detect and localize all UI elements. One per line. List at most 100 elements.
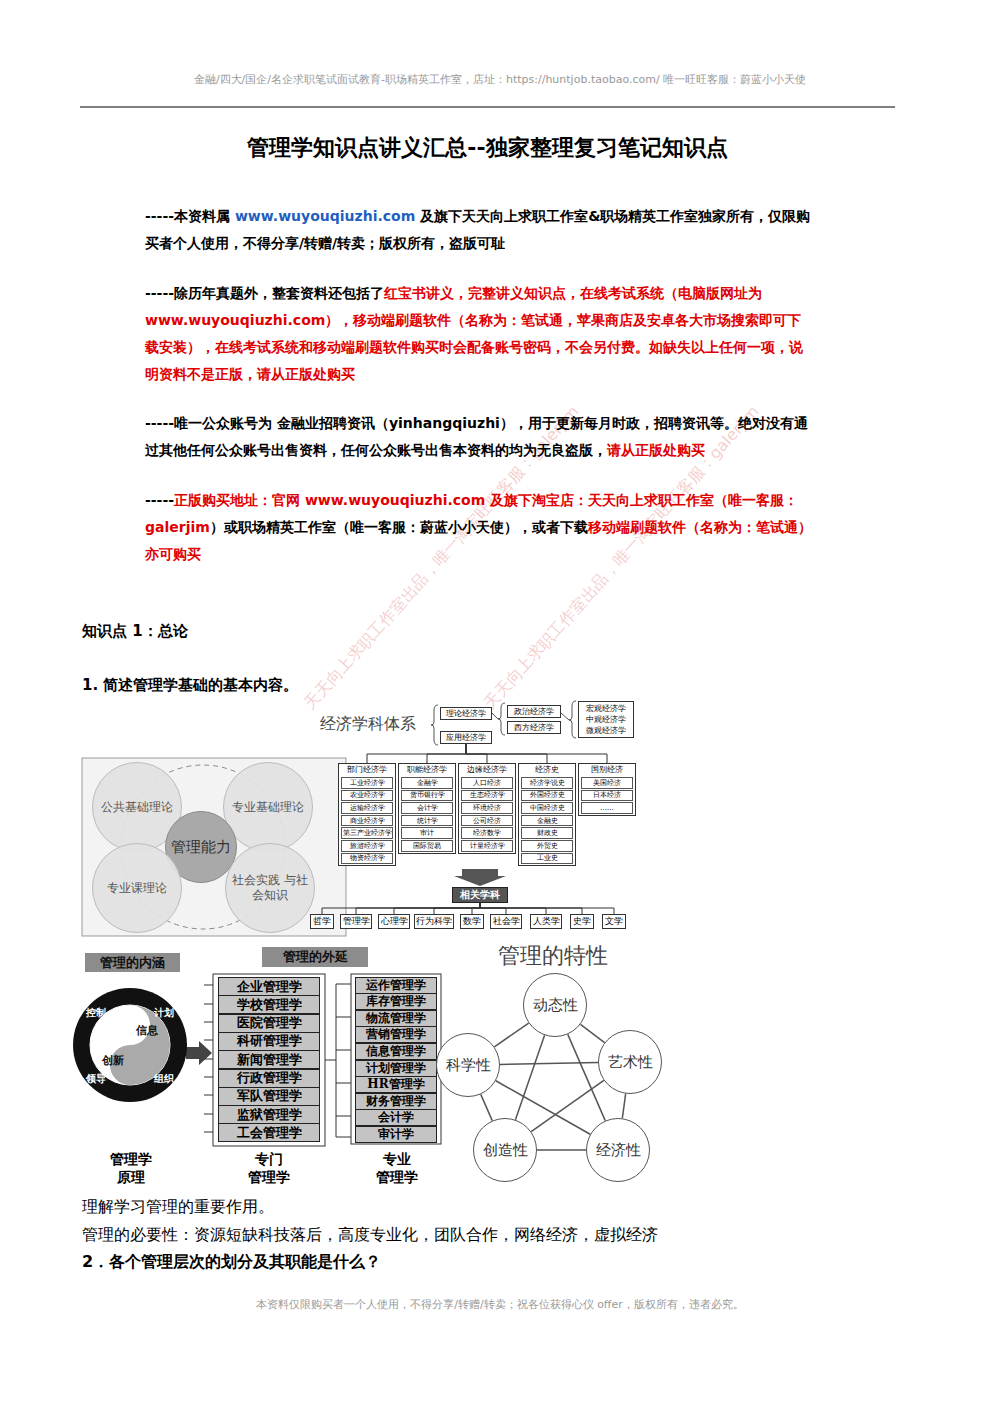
connector	[580, 1024, 604, 1042]
block-arrow	[454, 869, 506, 886]
item-box: 审计	[401, 827, 453, 839]
connector	[427, 744, 466, 763]
item-box: 运输经济学	[341, 802, 393, 814]
list-item: 营销管理学	[355, 1026, 437, 1043]
subject-box: 人类学	[530, 914, 562, 929]
econ-box: 理论经济学	[440, 707, 492, 720]
trait-circle: 动态性	[523, 973, 587, 1037]
node-text: 政治经济学	[514, 706, 554, 717]
node-text: 社会学	[493, 915, 520, 928]
list-item: 新闻管理学	[218, 1050, 320, 1069]
node-text: 农业经济学	[350, 790, 385, 800]
list-item: 会计学	[355, 1109, 437, 1126]
connector	[367, 744, 466, 763]
item-box: 外国经济史	[521, 790, 573, 802]
text-label: 知识点 1：总论	[82, 622, 188, 641]
list-item: HR管理学	[355, 1076, 437, 1093]
node-text: 中国经济史	[530, 803, 565, 813]
node-text: 信息	[136, 1023, 158, 1038]
node-text: 经济学说史	[530, 778, 565, 788]
node-text: 心理学	[381, 915, 408, 928]
node-text: 信息管理学	[366, 1043, 426, 1060]
list-frame	[351, 974, 441, 1144]
node-text: 物资经济学	[350, 853, 385, 863]
node-text: 哲学	[313, 915, 331, 928]
item-box: 农业经济学	[341, 790, 393, 802]
connector	[515, 1035, 544, 1119]
node-text: 控制	[86, 1006, 106, 1020]
connector	[480, 903, 614, 914]
connector	[472, 903, 480, 914]
connector	[466, 744, 607, 763]
item-box: 计量经济学	[461, 840, 513, 852]
node-text: ......	[600, 804, 613, 812]
node-text: 医院管理学	[237, 1014, 302, 1032]
node-text: 创造性	[483, 1141, 528, 1160]
node-text: 外贸史	[537, 841, 558, 851]
block-arrow	[186, 1041, 212, 1065]
text-label: 2．各个管理层次的划分及其职能是什么？	[82, 1252, 381, 1272]
node-text: 西方经济学	[514, 722, 554, 733]
node-text: 微观经济学	[586, 725, 626, 736]
item-box: 生态经济学	[461, 790, 513, 802]
node-text: 史学	[573, 915, 591, 928]
item-box: ......	[581, 802, 633, 814]
subject-box: 数学	[460, 914, 484, 929]
node-text: 文学	[605, 915, 623, 928]
item-box: 日本经济	[581, 790, 633, 802]
subject-box: 心理学	[378, 914, 410, 929]
trait-circle: 经济性	[586, 1118, 650, 1182]
text-label: 专门 管理学	[246, 1150, 292, 1186]
list-item: 企业管理学	[218, 977, 320, 996]
node-text: 第三产业经济学	[343, 828, 392, 838]
yin-yang-symbol	[72, 987, 188, 1103]
econ-box: 应用经济学	[440, 731, 492, 744]
econ-box: 宏观经济学中观经济学微观经济学	[578, 701, 634, 738]
list-item: 审计学	[355, 1126, 437, 1143]
node-text: 会计学	[378, 1109, 414, 1126]
node-text: 经济史	[519, 764, 575, 776]
text-label: 本资料仅限购买者一个人使用，不得分享/转赠/转卖；祝各位获得心仪 offer，版…	[0, 1297, 1000, 1312]
text-label: 管理学 原理	[108, 1150, 154, 1186]
item-box: 经济学说史	[521, 777, 573, 789]
header-rule	[80, 107, 895, 108]
connector	[500, 1063, 598, 1065]
node-text: 计划	[154, 1006, 174, 1020]
node-text: 货币银行学	[410, 790, 445, 800]
text-label: 经济学科体系	[320, 714, 416, 734]
arrow-box: 相关学科	[452, 887, 508, 903]
column-box: 国别经济美国经济日本经济......	[578, 763, 636, 816]
node-text: 工业经济学	[350, 778, 385, 788]
list-item: 库存管理学	[355, 993, 437, 1010]
node-text: 计量经济学	[470, 841, 505, 851]
node-text: 艺术性	[608, 1053, 653, 1072]
node-text: 环境经济	[473, 803, 501, 813]
knowledge-circle: 专业基础理论	[223, 762, 313, 852]
node-text: 审计	[420, 828, 434, 838]
subject-box: 哲学	[310, 914, 334, 929]
column-box: 边缘经济学人口经济生态经济学环境经济公司经济经济数学计量经济学	[458, 763, 516, 854]
node-text: 经济性	[596, 1141, 641, 1160]
node-text: 国别经济	[579, 764, 635, 776]
node-text: 数学	[463, 915, 481, 928]
node-text: 生态经济学	[470, 790, 505, 800]
connector	[622, 1094, 625, 1119]
node-text: 经济数学	[473, 828, 501, 838]
list-item: 物流管理学	[355, 1010, 437, 1027]
heading-box: 管理的内涵	[85, 953, 180, 972]
node-text: 创新	[102, 1053, 124, 1068]
list-item: 财务管理学	[355, 1093, 437, 1110]
paragraph-run: www.wuyouqiuzhi.com	[235, 208, 415, 224]
item-box: 美国经济	[581, 777, 633, 789]
node-text: 商业经济学	[350, 816, 385, 826]
item-box: 统计学	[401, 815, 453, 827]
node-text: 审计学	[378, 1126, 414, 1143]
node-text: 工会管理学	[237, 1124, 302, 1142]
node-text: 理论经济学	[446, 708, 486, 719]
node-text: 管理的内涵	[100, 954, 165, 972]
node-text: 计划管理学	[366, 1060, 426, 1077]
list-item: 计划管理学	[355, 1060, 437, 1077]
connector	[356, 903, 480, 914]
subject-box: 社会学	[490, 914, 522, 929]
text-label: 管理的必要性：资源短缺科技落后，高度专业化，团队合作，网络经济，虚拟经济	[82, 1225, 658, 1245]
